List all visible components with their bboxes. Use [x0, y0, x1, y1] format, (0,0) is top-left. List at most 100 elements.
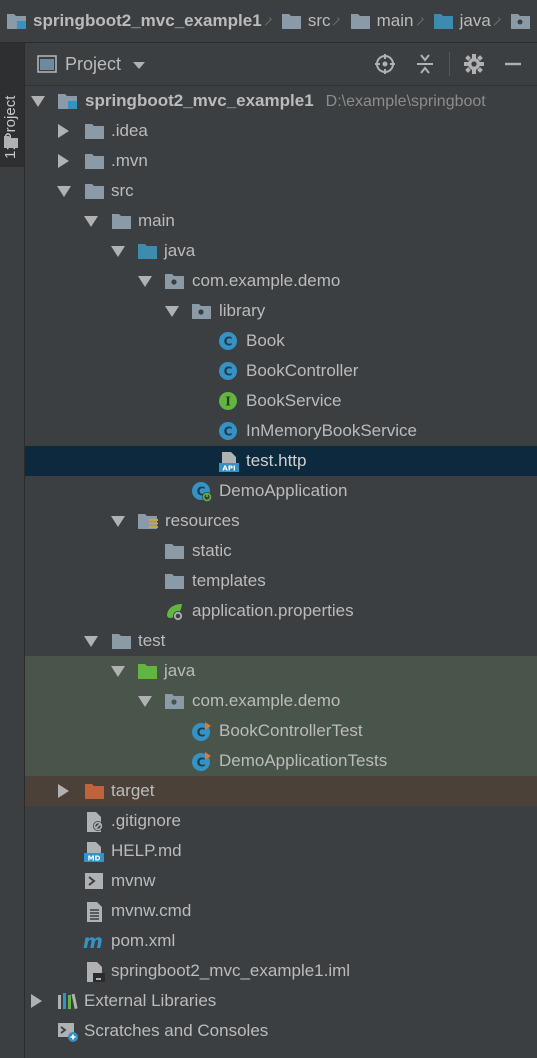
- tree-node-resources[interactable]: resources: [25, 506, 537, 536]
- tree-node-label: HELP.md: [111, 841, 182, 860]
- svg-text:C: C: [224, 365, 233, 379]
- svg-text:C: C: [197, 756, 206, 770]
- tree-node-iml[interactable]: springboot2_mvc_example1.iml: [25, 956, 537, 986]
- breadcrumb-item-src[interactable]: src: [281, 11, 331, 31]
- tree-node-test[interactable]: test: [25, 626, 537, 656]
- tree-node-library[interactable]: library: [25, 296, 537, 326]
- breadcrumb-item-java[interactable]: java: [433, 11, 491, 31]
- svg-text:I: I: [225, 395, 231, 409]
- chevron-down-icon[interactable]: [111, 666, 125, 677]
- chevron-down-icon[interactable]: [165, 306, 179, 317]
- tree-node-book-controller[interactable]: C BookController: [25, 356, 537, 386]
- tool-window-strip: 1: Project: [0, 43, 25, 1058]
- spring-properties-icon: [164, 601, 186, 621]
- svg-text:C: C: [197, 485, 206, 499]
- view-selector-chevron-down-icon[interactable]: [133, 61, 146, 69]
- panel-title[interactable]: Project: [65, 53, 122, 74]
- chevron-down-icon[interactable]: [138, 696, 152, 707]
- tree-node-label: resources: [165, 511, 240, 530]
- chevron-down-icon[interactable]: [84, 216, 98, 227]
- tree-node-test-http[interactable]: API test.http: [25, 446, 537, 476]
- chevron-right-icon[interactable]: [31, 994, 42, 1008]
- tree-node-gitignore[interactable]: .gitignore: [25, 806, 537, 836]
- tree-node-label: External Libraries: [84, 991, 217, 1010]
- project-path: D:\example\springboot: [325, 93, 486, 110]
- tree-node-main[interactable]: main: [25, 206, 537, 236]
- package-icon: [164, 691, 186, 711]
- chevron-down-icon[interactable]: [84, 636, 98, 647]
- locate-icon[interactable]: [372, 51, 398, 77]
- folder-icon: [84, 181, 106, 201]
- tree-node-demo-application-tests[interactable]: C DemoApplicationTests: [25, 746, 537, 776]
- package-icon: [164, 271, 186, 291]
- tree-node-test-package[interactable]: com.example.demo: [25, 686, 537, 716]
- gear-icon[interactable]: [461, 51, 487, 77]
- source-folder-icon: [433, 12, 455, 30]
- tree-node-mvnw-cmd[interactable]: mvnw.cmd: [25, 896, 537, 926]
- header-divider: [449, 52, 450, 76]
- minimize-icon[interactable]: [500, 51, 526, 77]
- tree-node-application-properties[interactable]: application.properties: [25, 596, 537, 626]
- tree-node-mvnw[interactable]: mvnw: [25, 866, 537, 896]
- tree-node-book-service[interactable]: I BookService: [25, 386, 537, 416]
- spring-boot-class-icon: C: [191, 481, 213, 502]
- project-panel-header: Project: [25, 43, 537, 86]
- tree-node-label: Book: [246, 331, 285, 350]
- excluded-folder-icon: [84, 781, 106, 801]
- chevron-right-icon[interactable]: [58, 154, 69, 168]
- tree-node-mvn[interactable]: .mvn: [25, 146, 537, 176]
- tree-node-label: springboot2_mvc_example1.iml: [111, 961, 351, 980]
- tree-node-external-libraries[interactable]: External Libraries: [25, 986, 537, 1016]
- tree-node-target[interactable]: target: [25, 776, 537, 806]
- tree-node-book[interactable]: C Book: [25, 326, 537, 356]
- folder-icon: [84, 151, 106, 171]
- breadcrumb-item-main[interactable]: main: [350, 11, 414, 31]
- tree-node-in-memory-book-service[interactable]: C InMemoryBookService: [25, 416, 537, 446]
- tree-node-java[interactable]: java: [25, 236, 537, 266]
- folder-icon: [3, 135, 19, 149]
- tree-node-label: InMemoryBookService: [246, 421, 418, 440]
- tree-node-test-java[interactable]: java: [25, 656, 537, 686]
- tree-node-label: test: [138, 631, 166, 650]
- folder-icon: [164, 541, 186, 561]
- breadcrumb-item-overflow[interactable]: [510, 12, 537, 30]
- http-api-file-icon: API: [218, 451, 240, 473]
- maven-icon: m: [83, 931, 105, 951]
- tree-node-label: BookController: [246, 361, 359, 380]
- tree-node-pom-xml[interactable]: m pom.xml: [25, 926, 537, 956]
- collapse-all-icon[interactable]: [412, 51, 438, 77]
- chevron-down-icon[interactable]: [31, 96, 45, 107]
- breadcrumb-label: src: [307, 11, 331, 30]
- chevron-down-icon[interactable]: [57, 186, 71, 197]
- module-folder-icon: [57, 91, 79, 111]
- tree-node-label: src: [111, 181, 134, 200]
- tree-node-idea[interactable]: .idea: [25, 116, 537, 146]
- tree-node-src[interactable]: src: [25, 176, 537, 206]
- chevron-right-icon[interactable]: [58, 784, 69, 798]
- tree-node-help-md[interactable]: MD HELP.md: [25, 836, 537, 866]
- breadcrumb-item-project[interactable]: springboot2_mvc_example1: [6, 11, 262, 31]
- svg-text:C: C: [224, 335, 233, 349]
- chevron-right-icon: [492, 16, 501, 26]
- tree-node-label: com.example.demo: [192, 271, 341, 290]
- folder-icon: [350, 12, 372, 30]
- tree-node-label: application.properties: [192, 601, 354, 620]
- chevron-right-icon[interactable]: [58, 124, 69, 138]
- svg-text:MD: MD: [88, 855, 101, 863]
- chevron-down-icon[interactable]: [138, 276, 152, 287]
- tree-node-label: BookControllerTest: [219, 721, 363, 740]
- folder-icon: [281, 12, 303, 30]
- tree-node-book-controller-test[interactable]: C BookControllerTest: [25, 716, 537, 746]
- chevron-down-icon[interactable]: [111, 246, 125, 257]
- tree-node-scratches[interactable]: Scratches and Consoles: [25, 1016, 537, 1046]
- tree-node-package[interactable]: com.example.demo: [25, 266, 537, 296]
- tree-node-static[interactable]: static: [25, 536, 537, 566]
- tree-node-demo-application[interactable]: C DemoApplication: [25, 476, 537, 506]
- project-tool-tab[interactable]: 1: Project: [0, 43, 24, 167]
- tree-node-label: library: [219, 301, 266, 320]
- chevron-down-icon[interactable]: [111, 516, 125, 527]
- folder-icon: [111, 631, 133, 651]
- tree-node-templates[interactable]: templates: [25, 566, 537, 596]
